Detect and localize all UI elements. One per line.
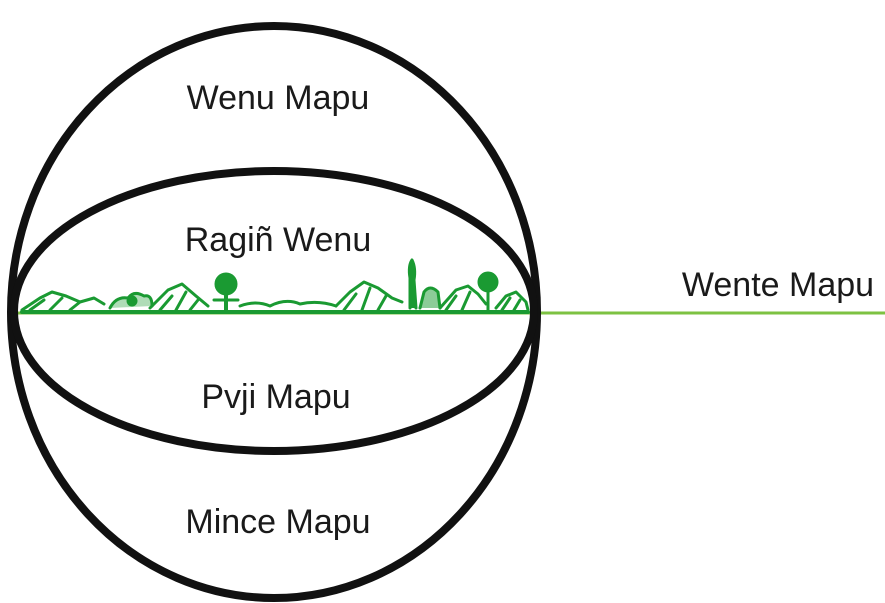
label-wenu-mapu: Wenu Mapu <box>187 79 370 117</box>
label-wente-mapu: Wente Mapu <box>682 266 874 304</box>
landscape-silhouette <box>20 258 530 314</box>
label-ragin-wenu: Ragiñ Wenu <box>185 221 372 259</box>
label-pvji-mapu: Pvji Mapu <box>201 378 350 416</box>
label-mince-mapu: Mince Mapu <box>185 503 370 541</box>
inner-band <box>10 167 538 455</box>
